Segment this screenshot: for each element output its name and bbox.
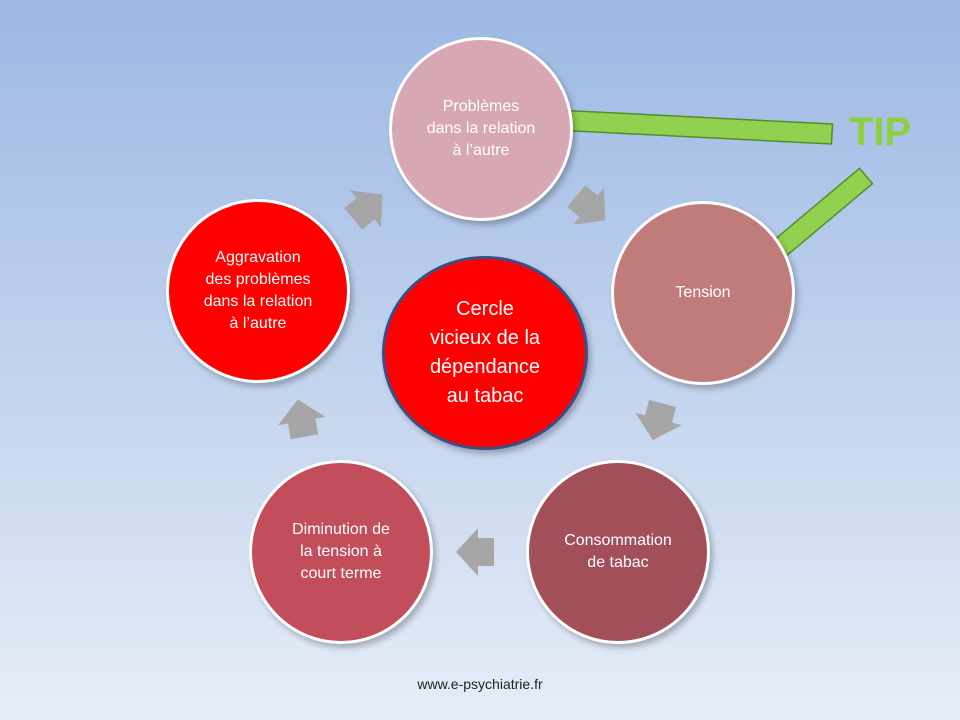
cycle-arrow-diminution-to-aggravation: [278, 399, 326, 440]
center-node-label: Cercle vicieux de la dépendance au tabac: [429, 298, 541, 407]
node-diminution-label: Diminution de la tension à court terme: [292, 521, 390, 582]
node-diminution: Diminution de la tension à court terme: [249, 460, 433, 644]
cycle-arrow-tension-to-consommation: [635, 399, 682, 441]
node-problemes: Problèmes dans la relation à l’autre: [389, 37, 573, 221]
cycle-arrow-aggravation-to-problemes: [344, 190, 383, 230]
node-tension-label: Tension: [675, 284, 731, 301]
footer-url: www.e-psychiatrie.fr: [417, 676, 543, 692]
node-consommation-label: Consommation de tabac: [564, 532, 672, 571]
node-problemes-label: Problèmes dans la relation à l’autre: [426, 98, 536, 159]
node-consommation: Consommation de tabac: [526, 460, 710, 644]
tip-label: TIP: [849, 110, 912, 154]
node-aggravation: Aggravation des problèmes dans la relati…: [166, 199, 350, 383]
node-tension: Tension: [611, 201, 795, 385]
node-aggravation-label: Aggravation des problèmes dans la relati…: [203, 249, 313, 332]
center-node: Cercle vicieux de la dépendance au tabac: [382, 256, 588, 450]
cycle-arrow-consommation-to-diminution: [456, 528, 494, 576]
cycle-arrow-problemes-to-tension: [567, 185, 606, 225]
